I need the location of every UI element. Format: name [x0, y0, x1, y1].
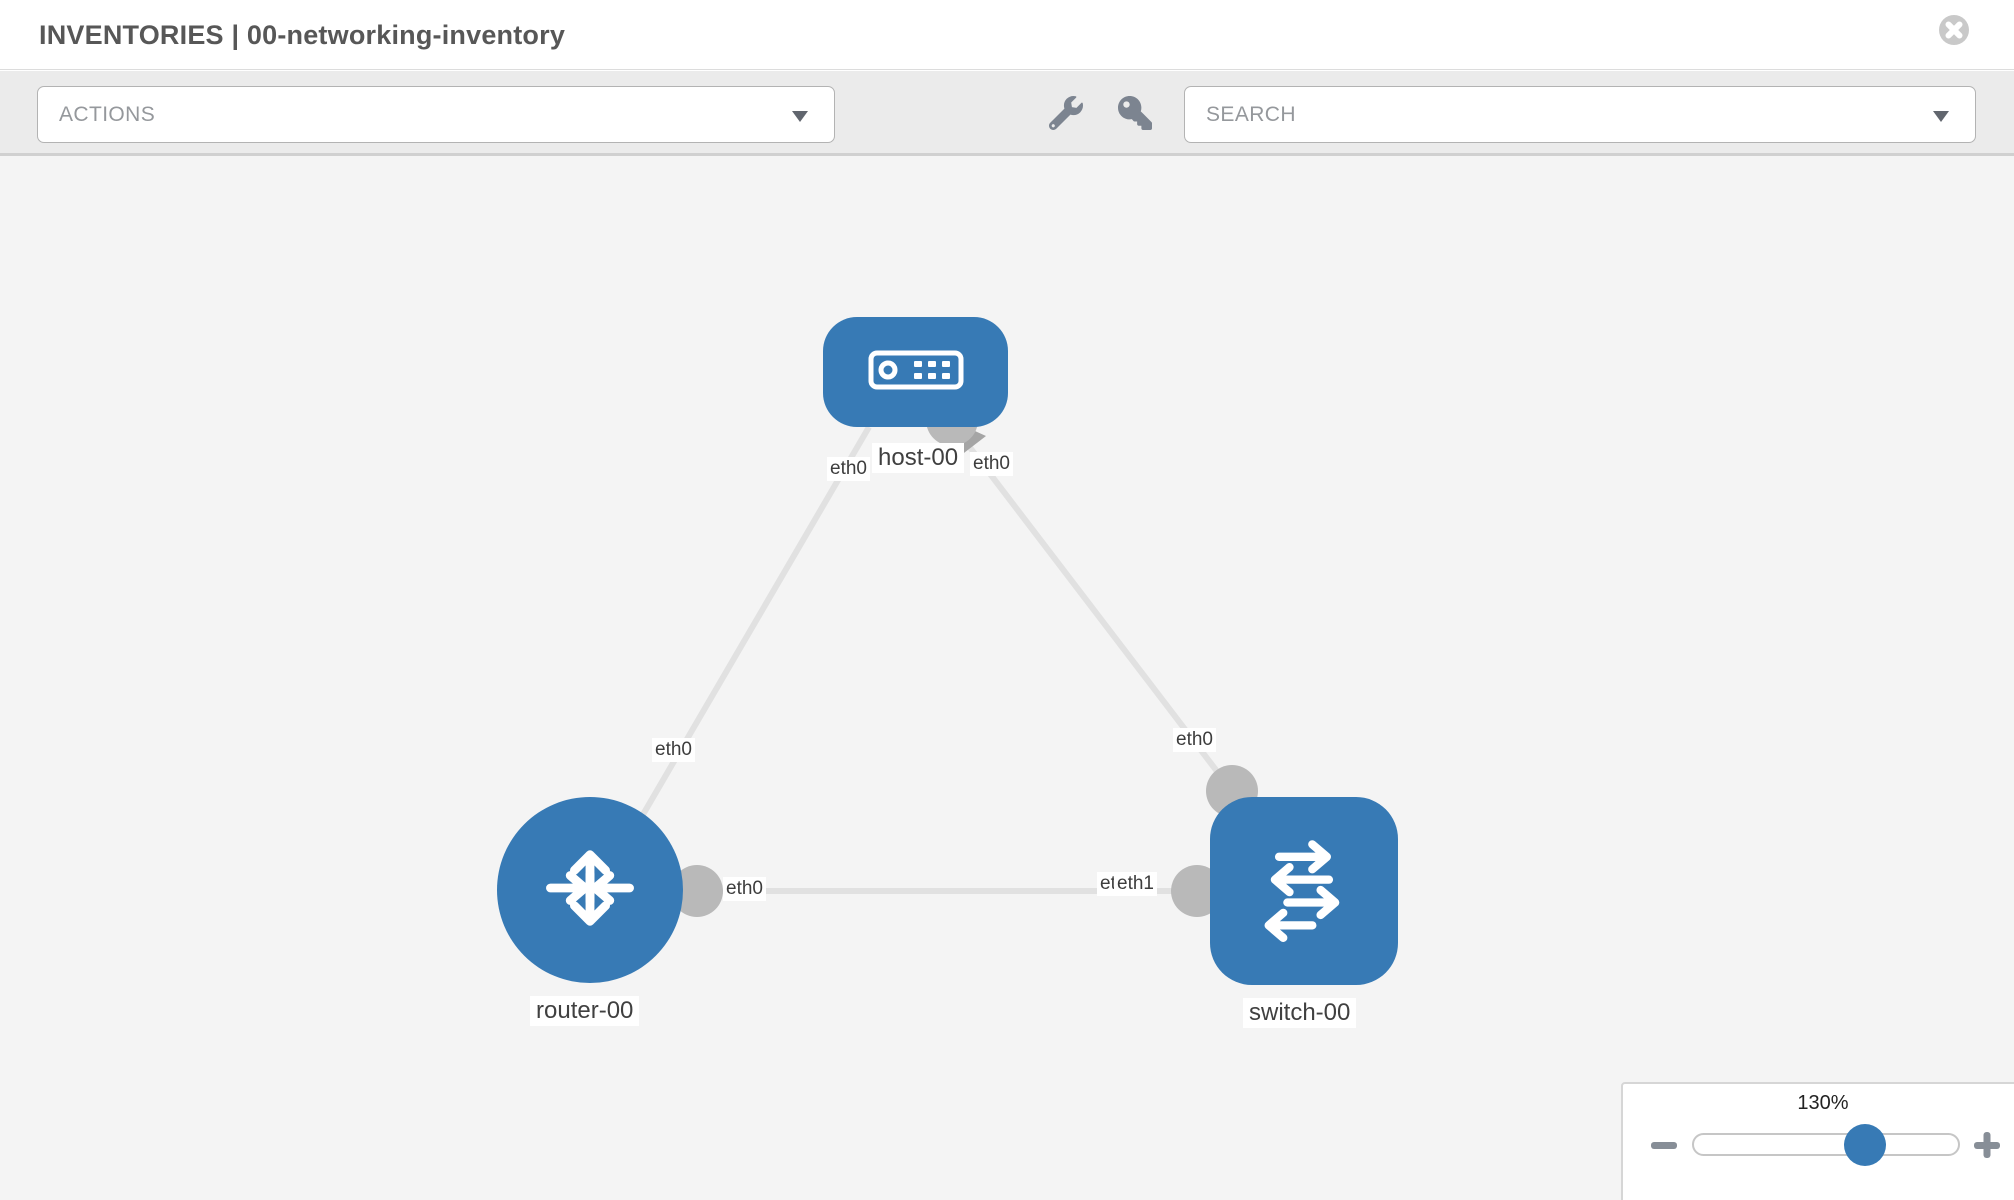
zoom-panel: 130% — [1621, 1082, 2014, 1200]
close-button[interactable] — [1938, 14, 1970, 46]
zoom-slider-track[interactable] — [1692, 1133, 1960, 1156]
node-label-router-00: router-00 — [530, 996, 640, 1026]
credentials-button[interactable] — [1117, 96, 1153, 132]
node-router-00[interactable] — [497, 797, 683, 983]
router-icon — [538, 836, 642, 945]
node-host-00[interactable] — [823, 317, 1008, 427]
link-router-host[interactable] — [596, 425, 872, 892]
chevron-down-icon — [1933, 111, 1949, 122]
port-label: eth0 — [652, 738, 695, 762]
actions-dropdown-label: ACTIONS — [59, 103, 156, 126]
search-placeholder: SEARCH — [1206, 103, 1296, 126]
node-switch-00[interactable] — [1210, 797, 1398, 985]
search-dropdown[interactable]: SEARCH — [1184, 86, 1976, 143]
edges-layer — [596, 394, 1258, 917]
plus-icon — [1972, 1130, 2002, 1160]
zoom-percent-label: 130% — [1797, 1092, 1849, 1114]
node-label-host-00: host-00 — [872, 443, 965, 473]
key-icon — [1118, 96, 1152, 133]
zoom-in-button[interactable] — [1972, 1130, 2002, 1160]
zoom-slider-knob[interactable] — [1844, 1124, 1886, 1166]
topology-canvas[interactable]: eth0 eth0 eth0 eth0 eth0 eth0 eth1 host-… — [0, 156, 2014, 1200]
header-bar: INVENTORIES | 00-networking-inventory — [0, 0, 2014, 70]
page-title: INVENTORIES | 00-networking-inventory — [39, 20, 566, 50]
switch-icon — [1250, 835, 1358, 948]
port-label: eth0 — [827, 457, 870, 481]
port-label: eth0 — [970, 452, 1013, 476]
close-icon — [1938, 15, 1970, 49]
actions-dropdown[interactable]: ACTIONS — [37, 86, 835, 143]
toolbar: ACTIONS SEARCH — [0, 71, 2014, 156]
node-label-switch-00: switch-00 — [1243, 998, 1357, 1028]
host-icon — [868, 350, 964, 395]
port-label: eth0 — [1173, 728, 1216, 752]
port-router-eth0 — [671, 865, 723, 917]
tools-button[interactable] — [1048, 96, 1084, 132]
minus-icon — [1649, 1136, 1679, 1154]
port-label: eth1 — [1114, 872, 1157, 896]
wrench-icon — [1048, 96, 1083, 133]
chevron-down-icon — [792, 111, 808, 122]
zoom-out-button[interactable] — [1649, 1136, 1679, 1154]
port-label: eth0 — [723, 877, 766, 901]
